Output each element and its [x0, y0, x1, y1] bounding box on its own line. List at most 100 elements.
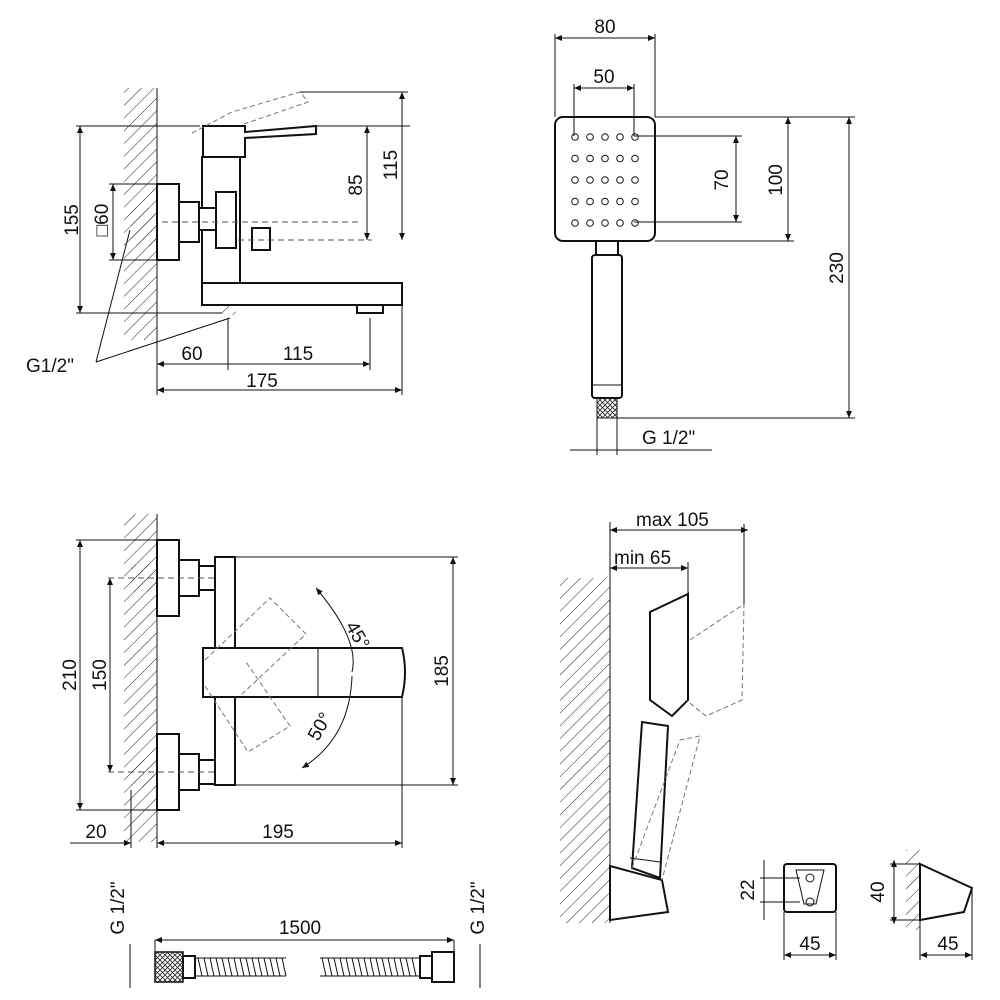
coil-wind: [399, 957, 405, 977]
dim-175: 175: [246, 371, 278, 392]
nozzle: [631, 197, 639, 206]
spout: [201, 282, 403, 306]
bracket-side: [919, 862, 974, 922]
nozzle: [571, 219, 579, 227]
angle-50: 50°: [304, 709, 337, 744]
shower-head-view: 80 50 70 100 230 G 1/2": [554, 17, 855, 455]
head-ghost: [685, 603, 745, 717]
dim-195: 195: [262, 822, 294, 843]
coil-wind: [257, 957, 263, 977]
max-dim: max 105: [636, 510, 709, 531]
coil-wind: [197, 957, 203, 977]
dim-22: 22: [738, 879, 759, 900]
nozzle: [601, 197, 609, 206]
spout-outlet: [356, 304, 384, 314]
nozzle: [571, 154, 579, 163]
wall-hatch-holder: [560, 578, 610, 923]
hose-coil-left: [197, 957, 287, 977]
coil-wind: [393, 957, 399, 977]
nozzle: [586, 133, 594, 141]
nozzle: [571, 176, 579, 184]
wall-hatch-top: [124, 514, 157, 842]
side-view: 155 □60 85 115 G1/2" 60 115 175: [26, 88, 410, 395]
screw-bottom: [805, 897, 815, 907]
coil-wind: [281, 957, 287, 977]
wall-bracket: [609, 864, 670, 922]
handle-side: [630, 720, 670, 880]
nozzle: [586, 219, 594, 227]
dim-50: 50: [593, 67, 614, 88]
cartridge-housing: [215, 191, 237, 249]
coil-wind: [203, 957, 209, 977]
coil-wind: [405, 957, 411, 977]
hose-coil-right: [321, 957, 417, 977]
thread-label-side: G1/2": [26, 356, 74, 377]
coil-wind: [375, 957, 381, 977]
coil-wind: [363, 957, 369, 977]
top-view: 45° 50° 210 150 185 20 195: [60, 514, 458, 848]
coil-wind: [275, 957, 281, 977]
coil-wind: [245, 957, 251, 977]
dim-155: 155: [62, 204, 83, 236]
nozzle: [601, 133, 609, 141]
coil-wind: [269, 957, 275, 977]
handle-thread: [596, 397, 618, 419]
nozzle: [631, 219, 639, 227]
head-side: [649, 592, 689, 718]
shower-handle: [591, 254, 623, 399]
coil-wind: [333, 957, 339, 977]
dim-20: 20: [85, 822, 106, 843]
nozzle: [601, 176, 609, 184]
nozzle-grid: [571, 133, 639, 227]
coil-wind: [233, 957, 239, 977]
coil-wind: [239, 957, 245, 977]
coil-wind: [221, 957, 227, 977]
coil-wind: [411, 957, 417, 977]
dim-115-horizontal: 115: [283, 344, 313, 365]
coil-wind: [227, 957, 233, 977]
dim-45-front: 45: [799, 934, 820, 955]
coil-wind: [345, 957, 351, 977]
nozzle: [586, 154, 594, 163]
coil-wind: [387, 957, 393, 977]
coil-wind: [215, 957, 221, 977]
head-neck: [595, 240, 619, 256]
nozzle: [601, 219, 609, 227]
screw-top: [805, 873, 815, 883]
nozzle: [601, 154, 609, 163]
dim-185: 185: [432, 655, 453, 687]
nozzle: [571, 133, 579, 141]
dim-150: 150: [90, 659, 111, 691]
hose-view: 1500 G 1/2" G 1/2": [108, 881, 489, 988]
nozzle: [616, 133, 624, 141]
coil-wind: [357, 957, 363, 977]
thread-label-head: G 1/2": [642, 428, 695, 449]
dim-45-side: 45: [937, 934, 958, 955]
dim-115-vertical: 115: [381, 150, 402, 180]
nozzle: [631, 176, 639, 184]
hose-thread-right: G 1/2": [468, 881, 489, 934]
hose-nut-left: [154, 951, 184, 983]
nozzle: [631, 154, 639, 163]
nozzle: [616, 154, 624, 163]
diverter-knob: [251, 227, 271, 251]
coil-wind: [339, 957, 345, 977]
nozzle: [571, 197, 579, 206]
dim-85: 85: [346, 174, 367, 195]
min-dim: min 65: [614, 548, 671, 569]
dim-60: 60: [181, 344, 202, 365]
coil-wind: [209, 957, 215, 977]
nozzle: [616, 176, 624, 184]
hose-thread-left: G 1/2": [108, 881, 129, 934]
dim-80: 80: [594, 17, 615, 38]
spout-top: [202, 647, 406, 698]
bracket-front: [783, 863, 837, 913]
hose-nut-right: [431, 951, 455, 983]
bracket-views: 22 45 40 45: [738, 850, 974, 960]
coil-wind: [251, 957, 257, 977]
handle: [202, 124, 317, 158]
coil-wind: [263, 957, 269, 977]
hose-length: 1500: [279, 918, 321, 939]
